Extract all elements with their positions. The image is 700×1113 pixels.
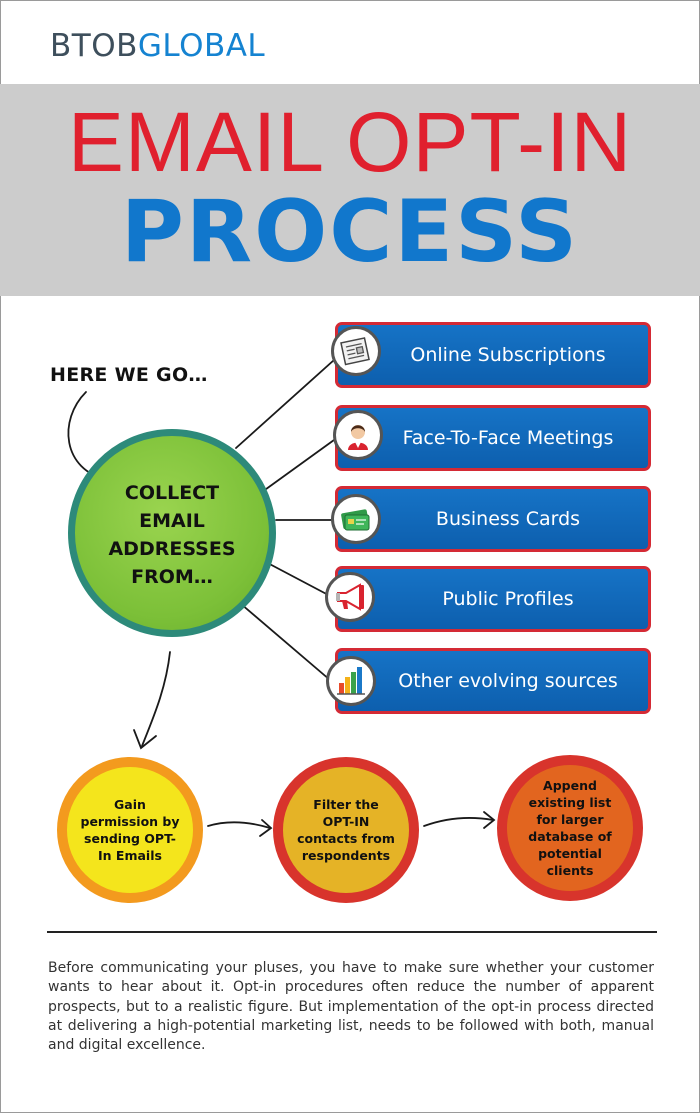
step-arrow-1 [207, 821, 271, 829]
source-online-subscriptions: Online Subscriptions [335, 322, 651, 388]
connector-line [233, 597, 331, 681]
down-arrow [141, 651, 171, 747]
step-filter-contacts: Filter the OPT-IN contacts from responde… [273, 757, 419, 903]
connector-line [261, 559, 335, 599]
source-face-to-face: Face-To-Face Meetings [335, 405, 651, 471]
step-arrow-2 [423, 817, 494, 827]
collect-circle: COLLECT EMAIL ADDRESSES FROM… [68, 429, 276, 637]
source-public-profiles: Public Profiles [335, 566, 651, 632]
person-icon [333, 410, 383, 460]
connector-line [261, 439, 335, 493]
megaphone-icon [325, 572, 375, 622]
logo-part-1: BTOB [50, 28, 138, 64]
source-label: Online Subscriptions [410, 344, 606, 366]
source-label: Other evolving sources [398, 670, 618, 692]
step-gain-permission: Gain permission by sending OPT-In Emails [57, 757, 203, 903]
step-text: Append existing list for larger database… [528, 778, 612, 878]
step-text: Gain permission by sending OPT-In Emails [80, 797, 180, 863]
collect-line-2: EMAIL [139, 510, 205, 532]
title-banner [0, 84, 700, 296]
step-arrow-2-head [483, 811, 496, 829]
bar-chart-icon [326, 656, 376, 706]
collect-text: COLLECT EMAIL ADDRESSES FROM… [92, 475, 252, 591]
step-text: Filter the OPT-IN contacts from responde… [297, 797, 395, 863]
source-label: Face-To-Face Meetings [402, 427, 614, 449]
description-paragraph: Before communicating your pluses, you ha… [48, 960, 654, 1054]
step-append-list: Append existing list for larger database… [497, 755, 643, 901]
collect-line-1: COLLECT [124, 482, 220, 504]
down-arrow-head [133, 729, 157, 750]
source-other: Other evolving sources [335, 648, 651, 714]
source-label: Business Cards [435, 508, 581, 530]
divider [47, 931, 657, 933]
intro-label: HERE WE GO… [50, 364, 208, 386]
collect-line-3: ADDRESSES [108, 538, 236, 560]
newspaper-icon [331, 326, 381, 376]
collect-line-4: FROM… [131, 566, 213, 588]
source-business-cards: Business Cards [335, 486, 651, 552]
brand-logo: BTOB GLOBAL [50, 26, 265, 66]
title-line-2: PROCESS [120, 182, 580, 282]
business-card-icon [331, 494, 381, 544]
connector-line [235, 359, 335, 449]
step-arrow-1-head [259, 819, 273, 837]
source-label: Public Profiles [442, 588, 574, 610]
title-line-1: EMAIL OPT-IN [67, 95, 633, 189]
logo-part-2: GLOBAL [137, 28, 266, 64]
